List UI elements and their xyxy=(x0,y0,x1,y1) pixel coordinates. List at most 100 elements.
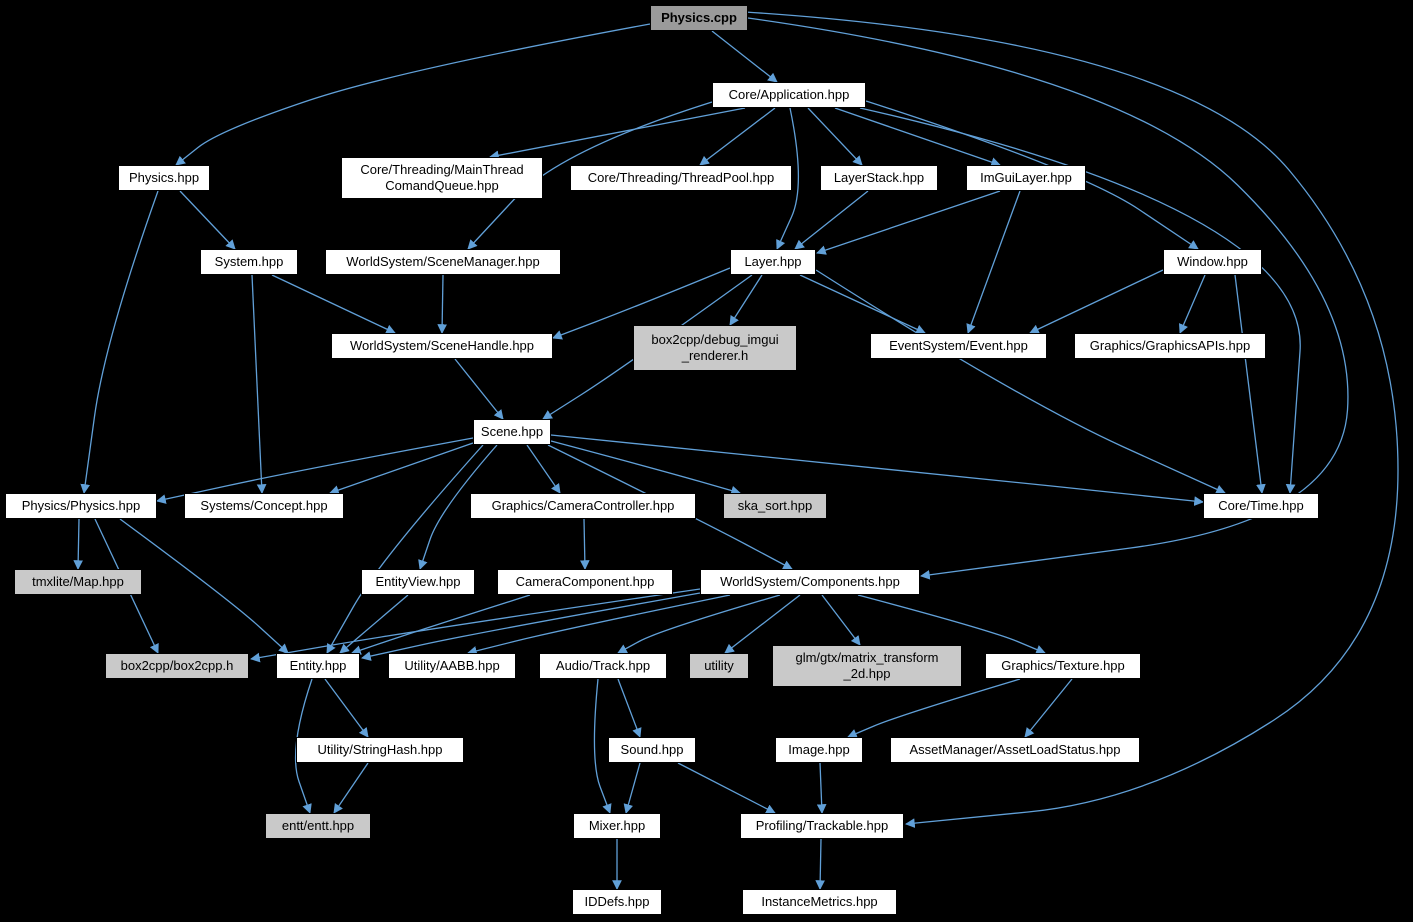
edge-entityview-entity_hpp xyxy=(339,594,409,654)
node-label: Core/Application.hpp xyxy=(728,86,850,102)
node-window-hpp[interactable]: Window.hpp xyxy=(1163,249,1262,275)
edge-cameracomponent-entity_hpp xyxy=(351,594,531,655)
edge-layer_hpp-scenehandle xyxy=(552,267,731,340)
node-label: Layer.hpp xyxy=(744,253,802,269)
edge-scene_hpp-entityview xyxy=(418,444,498,570)
edge-scene_hpp-cameracontroller xyxy=(526,444,561,494)
node-stringhash[interactable]: Utility/StringHash.hpp xyxy=(296,737,464,763)
edge-stringhash-entt xyxy=(333,762,369,814)
node-label: Physics.cpp xyxy=(661,9,737,25)
edge-components-glm xyxy=(821,594,861,646)
node-texture[interactable]: Graphics/Texture.hpp xyxy=(985,653,1141,679)
node-cameracomponent[interactable]: CameraComponent.hpp xyxy=(497,569,673,595)
edge-imguilayer-layer_hpp xyxy=(816,190,1001,255)
node-layerstack[interactable]: LayerStack.hpp xyxy=(820,165,938,191)
node-layer-hpp[interactable]: Layer.hpp xyxy=(730,249,816,275)
node-label: IDDefs.hpp xyxy=(584,893,650,909)
node-core-time[interactable]: Core/Time.hpp xyxy=(1203,493,1319,519)
node-physics-cpp: Physics.cpp xyxy=(650,5,748,31)
node-core-application[interactable]: Core/Application.hpp xyxy=(712,82,866,108)
node-label: Utility/StringHash.hpp xyxy=(317,741,443,757)
edge-physics_hpp-physics_physics xyxy=(80,190,159,494)
node-label: Utility/AABB.hpp xyxy=(404,657,500,673)
node-label: Window.hpp xyxy=(1177,253,1248,269)
node-utility[interactable]: utility xyxy=(689,653,749,679)
node-event-hpp[interactable]: EventSystem/Event.hpp xyxy=(870,333,1047,359)
node-label: WorldSystem/Components.hpp xyxy=(720,573,900,589)
node-trackable[interactable]: Profiling/Trackable.hpp xyxy=(740,813,904,839)
edge-layerstack-layer_hpp xyxy=(794,190,869,250)
node-scenemanager[interactable]: WorldSystem/SceneManager.hpp xyxy=(325,249,561,275)
node-label: Core/Threading/MainThread ComandQueue.hp… xyxy=(360,161,524,193)
node-label: Graphics/CameraController.hpp xyxy=(491,497,675,513)
node-assetload[interactable]: AssetManager/AssetLoadStatus.hpp xyxy=(890,737,1140,763)
node-label: CameraComponent.hpp xyxy=(515,573,655,589)
node-concept[interactable]: Systems/Concept.hpp xyxy=(184,493,344,519)
edge-image-trackable xyxy=(816,762,827,814)
edge-scene_hpp-entity_hpp xyxy=(326,444,484,654)
node-label: box2cpp/debug_imgui _renderer.h xyxy=(651,331,779,363)
edge-layer_hpp-core_time xyxy=(815,269,1226,494)
node-mainthread[interactable]: Core/Threading/MainThread ComandQueue.hp… xyxy=(341,157,543,199)
edge-scene_hpp-concept xyxy=(329,442,474,495)
edge-sound-mixer xyxy=(623,762,641,814)
node-imguilayer[interactable]: ImGuiLayer.hpp xyxy=(966,165,1086,191)
edge-window_hpp-event_hpp xyxy=(1029,269,1164,334)
node-label: LayerStack.hpp xyxy=(833,169,925,185)
node-label: Graphics/Texture.hpp xyxy=(1001,657,1125,673)
node-label: tmxlite/Map.hpp xyxy=(32,573,124,589)
node-label: Core/Threading/ThreadPool.hpp xyxy=(587,169,775,185)
edge-track-mixer xyxy=(593,678,612,814)
node-label: Entity.hpp xyxy=(289,657,347,673)
node-entity-hpp[interactable]: Entity.hpp xyxy=(276,653,360,679)
node-track[interactable]: Audio/Track.hpp xyxy=(539,653,667,679)
edge-components-entity_hpp xyxy=(361,592,701,661)
edge-core_application-core_time xyxy=(859,107,1301,494)
edge-texture-image xyxy=(847,678,1021,739)
node-instancemetrics[interactable]: InstanceMetrics.hpp xyxy=(742,889,897,915)
node-physics-hpp[interactable]: Physics.hpp xyxy=(118,165,210,191)
node-entityview[interactable]: EntityView.hpp xyxy=(361,569,475,595)
node-cameracontroller[interactable]: Graphics/CameraController.hpp xyxy=(470,493,696,519)
node-label: entt/entt.hpp xyxy=(281,817,355,833)
edge-scene_hpp-ska_sort xyxy=(550,440,741,496)
edge-entity_hpp-stringhash xyxy=(324,678,369,738)
node-label: InstanceMetrics.hpp xyxy=(761,893,878,909)
node-ska-sort[interactable]: ska_sort.hpp xyxy=(723,493,827,519)
edge-imguilayer-event_hpp xyxy=(966,190,1021,334)
node-threadpool[interactable]: Core/Threading/ThreadPool.hpp xyxy=(570,165,792,191)
node-label: Physics/Physics.hpp xyxy=(21,497,141,513)
node-label: Scene.hpp xyxy=(480,423,544,439)
node-scene-hpp[interactable]: Scene.hpp xyxy=(473,419,551,445)
node-label: WorldSystem/SceneHandle.hpp xyxy=(349,337,535,353)
node-label: glm/gtx/matrix_transform _2d.hpp xyxy=(795,649,939,681)
node-label: System.hpp xyxy=(214,253,284,269)
node-mixer[interactable]: Mixer.hpp xyxy=(573,813,661,839)
node-label: EntityView.hpp xyxy=(375,573,461,589)
node-label: Physics.hpp xyxy=(128,169,200,185)
node-sound[interactable]: Sound.hpp xyxy=(608,737,696,763)
node-components[interactable]: WorldSystem/Components.hpp xyxy=(700,569,920,595)
node-physics-physics[interactable]: Physics/Physics.hpp xyxy=(5,493,157,519)
node-system-hpp[interactable]: System.hpp xyxy=(200,249,298,275)
node-image[interactable]: Image.hpp xyxy=(775,737,863,763)
edge-components-track xyxy=(617,594,781,654)
node-iddefs[interactable]: IDDefs.hpp xyxy=(572,889,662,915)
edge-window_hpp-graphicsapis xyxy=(1178,274,1206,334)
node-debug-imgui[interactable]: box2cpp/debug_imgui _renderer.h xyxy=(633,325,797,371)
edge-sound-trackable xyxy=(677,762,776,814)
node-label: WorldSystem/SceneManager.hpp xyxy=(346,253,540,269)
node-scenehandle[interactable]: WorldSystem/SceneHandle.hpp xyxy=(331,333,553,359)
node-graphicsapis[interactable]: Graphics/GraphicsAPIs.hpp xyxy=(1074,333,1266,359)
edge-layer_hpp-debug_imgui xyxy=(729,274,763,326)
node-aabb[interactable]: Utility/AABB.hpp xyxy=(388,653,516,679)
node-tmxlite[interactable]: tmxlite/Map.hpp xyxy=(14,569,142,595)
edge-core_application-layer_hpp xyxy=(776,107,800,250)
node-glm[interactable]: glm/gtx/matrix_transform _2d.hpp xyxy=(772,645,962,687)
node-label: Profiling/Trackable.hpp xyxy=(755,817,889,833)
node-label: Graphics/GraphicsAPIs.hpp xyxy=(1089,337,1251,353)
node-box2cpp[interactable]: box2cpp/box2cpp.h xyxy=(105,653,249,679)
node-entt[interactable]: entt/entt.hpp xyxy=(265,813,371,839)
node-label: Systems/Concept.hpp xyxy=(200,497,328,513)
